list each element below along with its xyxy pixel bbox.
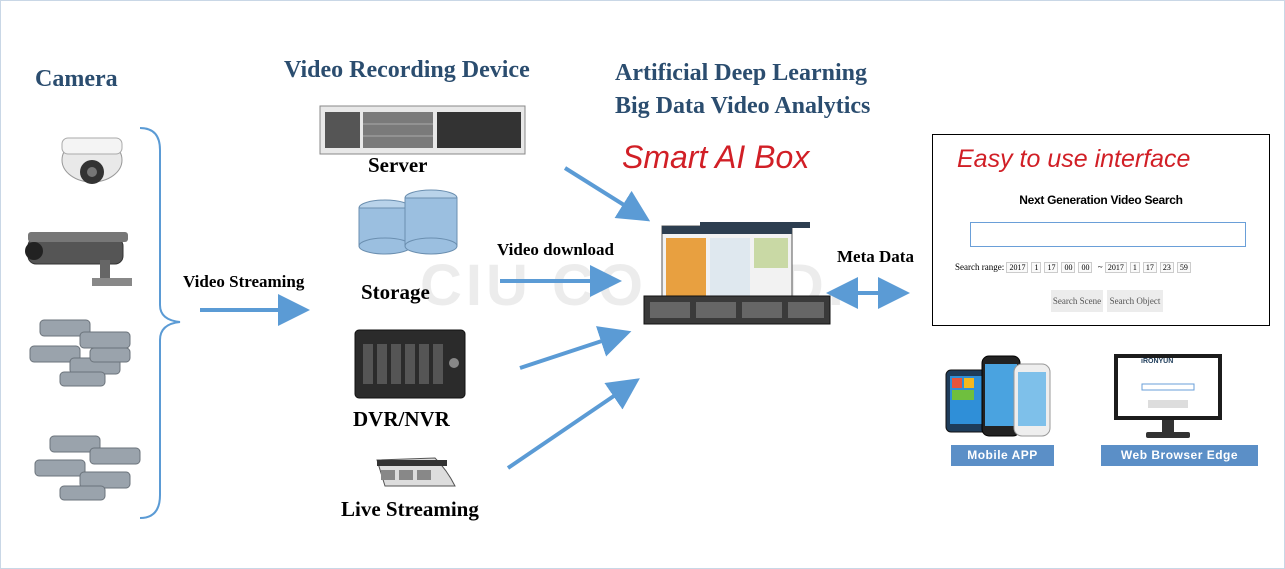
web-browser-monitor-icon (1114, 354, 1222, 438)
film-strip-icon (376, 457, 456, 487)
meta-data-label: Meta Data (837, 247, 914, 266)
curly-brace-icon (139, 127, 181, 519)
dvr-to-box-arrow (519, 326, 632, 370)
camera-group-2-icon (34, 435, 141, 501)
interface-search-title: Next Generation Video Search (1019, 193, 1183, 207)
rack-server-icon (643, 295, 831, 325)
web-browser-edge-button[interactable]: Web Browser Edge (1101, 445, 1258, 466)
to-day-select[interactable]: 17 (1142, 262, 1157, 273)
search-object-button[interactable]: Search Object (1107, 290, 1163, 312)
from-month-select[interactable]: 1 (1031, 262, 1042, 273)
to-minute-select[interactable]: 59 (1176, 262, 1191, 273)
video-streaming-label: Video Streaming (183, 272, 305, 291)
search-range-label: Search range: (955, 262, 1005, 272)
search-scene-button[interactable]: Search Scene (1051, 290, 1103, 312)
server-icon (319, 105, 526, 155)
smart-ai-box-device (643, 222, 831, 325)
video-download-label: Video download (497, 240, 614, 259)
range-separator: ~ (1097, 262, 1103, 272)
dome-camera-icon (61, 137, 123, 184)
server-label: Server (368, 153, 428, 177)
from-year-select[interactable]: 2017 (1006, 262, 1029, 273)
smart-ai-box-title: Smart AI Box (622, 139, 810, 175)
live-streaming-label: Live Streaming (341, 497, 479, 521)
mobile-app-button[interactable]: Mobile APP (951, 445, 1054, 466)
dvr-nvr-icon (354, 329, 466, 399)
video-recording-device-heading: Video Recording Device (284, 57, 530, 83)
brand-logo: iRONYUN (1141, 358, 1174, 365)
to-hour-select[interactable]: 23 (1159, 262, 1174, 273)
to-month-select[interactable]: 1 (1129, 262, 1140, 273)
interface-search-input[interactable] (970, 222, 1246, 247)
easy-interface-title: Easy to use interface (957, 145, 1191, 173)
to-year-select[interactable]: 2017 (1104, 262, 1127, 273)
from-day-select[interactable]: 17 (1044, 262, 1059, 273)
monitor-screens-icon (661, 222, 810, 305)
storage-label: Storage (361, 280, 430, 304)
camera-heading: Camera (35, 66, 118, 92)
dvr-nvr-label: DVR/NVR (353, 407, 450, 431)
camera-icons (25, 127, 181, 519)
from-hour-select[interactable]: 00 (1061, 262, 1076, 273)
server-to-box-arrow (563, 166, 651, 222)
mobile-devices-icon (945, 355, 1051, 437)
bullet-camera-icon (25, 232, 132, 286)
live-to-box-arrow (506, 378, 640, 470)
analytics-heading-line2: Big Data Video Analytics (615, 93, 871, 119)
recording-device-icons (319, 105, 526, 487)
analytics-heading-line1: Artificial Deep Learning (615, 60, 867, 86)
from-minute-select[interactable]: 00 (1078, 262, 1093, 273)
interface-panel: Easy to use interface Next Generation Vi… (932, 134, 1270, 326)
storage-icon (358, 189, 458, 255)
camera-group-1-icon (29, 319, 131, 387)
